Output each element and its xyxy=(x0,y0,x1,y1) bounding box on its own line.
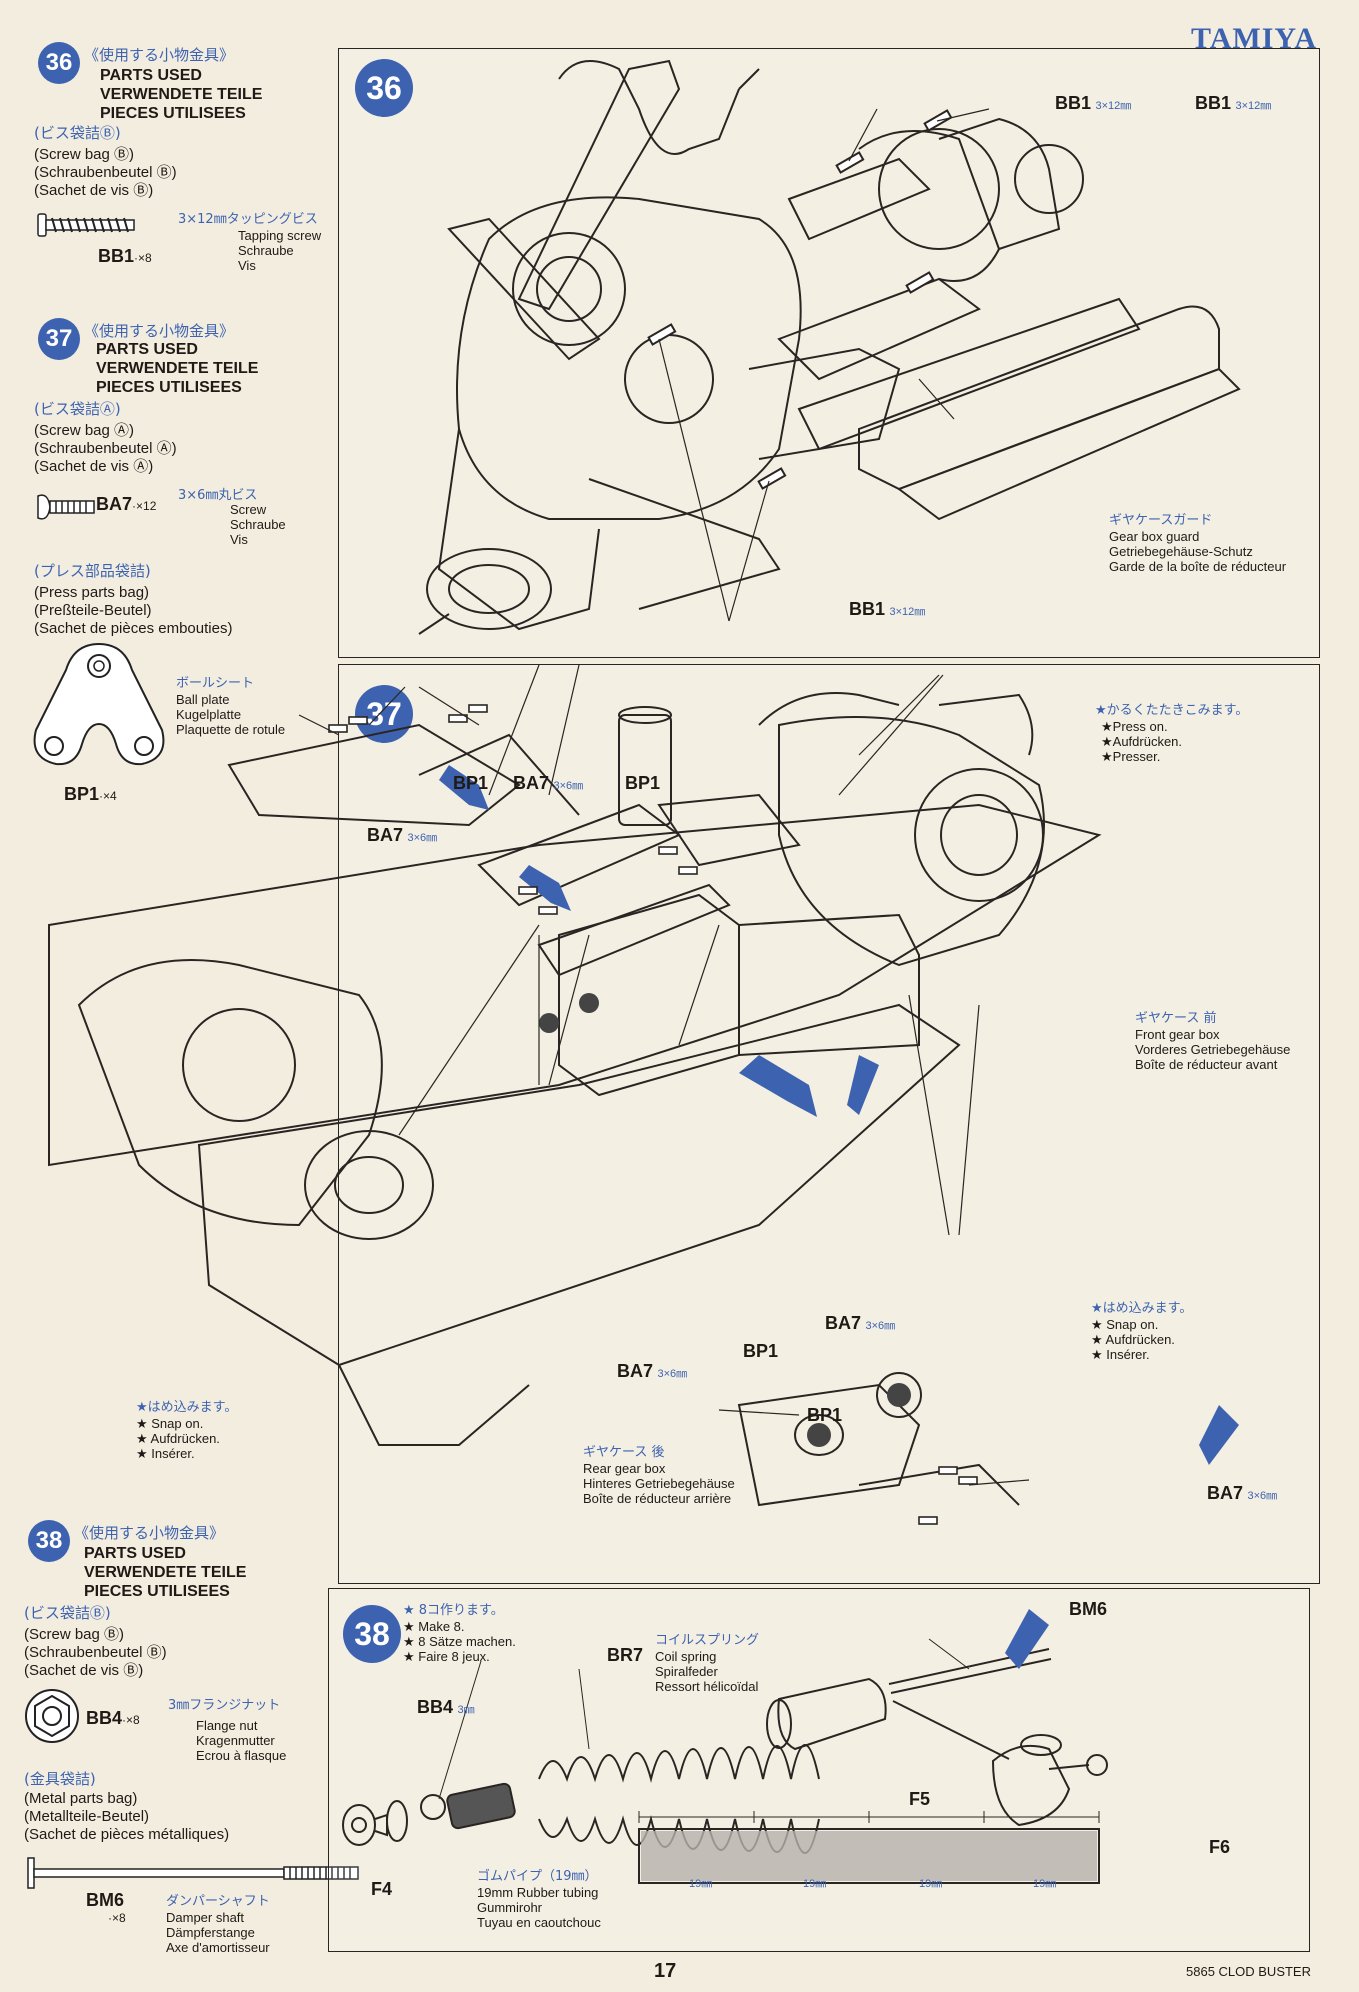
coil-spring-names: Coil spring Spiralfeder Ressort hélicoïd… xyxy=(655,1649,759,1694)
damper-assembly-illustration xyxy=(342,1609,1108,1884)
make-8-jp: ★ 8コ作ります。 xyxy=(403,1603,504,1618)
press-bag: (Press parts bag) (Preßteile-Beutel) (Sa… xyxy=(34,584,233,637)
damper-shaft-names: Damper shaft Dämpferstange Axe d'amortis… xyxy=(166,1910,270,1955)
bb1-callout-a: BB1 3×12㎜ xyxy=(1055,93,1132,113)
step-37-jp-title: 《使用する小物金具》 xyxy=(84,322,235,340)
f4-label: F4 xyxy=(371,1879,393,1899)
gearbox-assembly-illustration xyxy=(418,59,1241,635)
tapping-screw-icon xyxy=(37,213,135,237)
snap-on-right-notes: ★ Snap on. ★ Aufdrücken. ★ Insérer. xyxy=(1091,1317,1175,1362)
snap-on-left-notes: ★ Snap on. ★ Aufdrücken. ★ Insérer. xyxy=(136,1416,220,1461)
step-36-parts-used: PARTS USED VERWENDETE TEILE PIECES UTILI… xyxy=(100,67,263,122)
step-37-badge: 37 xyxy=(38,318,80,360)
bp1-label-c: BP1 xyxy=(743,1341,779,1361)
metal-bag: (Metal parts bag) (Metallteile-Beutel) (… xyxy=(24,1790,230,1843)
press-on-jp: ★かるくたたきこみます。 xyxy=(1095,703,1249,718)
gear-box-guard-jp: ギヤケースガード xyxy=(1109,513,1213,528)
ba7-code: BA7·×12 xyxy=(96,494,157,514)
bp1-label-d: BP1 xyxy=(807,1405,843,1425)
bb1-jp-name: 3×12㎜タッピングビス xyxy=(178,212,318,227)
front-gear-box-names: Front gear box Vorderes Getriebegehäuse … xyxy=(1135,1027,1291,1072)
rubber-tubing-names: 19mm Rubber tubing Gummirohr Tuyau en ca… xyxy=(477,1885,601,1930)
step-37-bag-jp: (ビス袋詰Ⓐ) xyxy=(34,400,121,418)
step-37-parts-used: PARTS USED VERWENDETE TEILE PIECES UTILI… xyxy=(96,341,259,396)
ba7-label-d: BA7 3×6㎜ xyxy=(617,1361,688,1381)
bb4-code: BB4·×8 xyxy=(86,1708,140,1728)
step-36-bag-jp: (ビス袋詰Ⓑ) xyxy=(34,124,121,142)
step-38-badge: 38 xyxy=(28,1520,70,1562)
ba7-label-a: BA7 3×6㎜ xyxy=(513,773,584,793)
flange-nut-jp: 3㎜フランジナット xyxy=(168,1698,281,1713)
ball-plate-icon xyxy=(33,642,165,766)
ba7-names: Screw Schraube Vis xyxy=(230,502,286,547)
bm6-label: BM6 xyxy=(1069,1599,1108,1619)
bb1-callout-b: BB1 3×12㎜ xyxy=(1195,93,1272,113)
page-number: 17 xyxy=(654,1960,677,1982)
rubber-tubing-jp: ゴムパイプ（19㎜） xyxy=(477,1869,598,1884)
round-screw-icon xyxy=(37,494,95,520)
step-38-panel: 38 ★ 8コ作ります。 ★ Make 8. ★ 8 Sätze machen.… xyxy=(328,1588,1310,1952)
chassis-assembly-illustration xyxy=(48,664,1239,1525)
ball-plate-jp: ボールシート xyxy=(176,676,255,691)
step-36-panel: 36 xyxy=(338,48,1320,658)
coil-spring-jp: コイルスプリング xyxy=(655,1633,760,1648)
snap-on-right-jp: ★はめ込みます。 xyxy=(1091,1301,1193,1316)
bb1-code: BB1·×8 xyxy=(98,246,152,266)
front-gear-box-jp: ギヤケース 前 xyxy=(1135,1011,1217,1026)
metal-bag-jp: (金具袋詰) xyxy=(24,1770,96,1788)
dimension-1: 19㎜ xyxy=(689,1878,713,1890)
ball-plate-names: Ball plate Kugelplatte Plaquette de rotu… xyxy=(176,692,286,737)
ba7-label-e: BA7 3×6㎜ xyxy=(1207,1483,1278,1503)
step-38-parts-used: PARTS USED VERWENDETE TEILE PIECES UTILI… xyxy=(84,1545,247,1600)
dimension-3: 19㎜ xyxy=(919,1878,943,1890)
br7-label: BR7 xyxy=(607,1645,644,1665)
dimension-2: 19㎜ xyxy=(803,1878,827,1890)
step-36-bag: (Screw bag Ⓑ) (Schraubenbeutel Ⓑ) (Sache… xyxy=(34,146,177,199)
bp1-label-a: BP1 xyxy=(453,773,489,793)
flange-nut-names: Flange nut Kragenmutter Ecrou à flasque xyxy=(196,1718,287,1763)
step-38-bag: (Screw bag Ⓑ) (Schraubenbeutel Ⓑ) (Sache… xyxy=(24,1626,167,1679)
panel-36-badge: 36 xyxy=(355,59,413,117)
gear-box-guard-names: Gear box guard Getriebegehäuse-Schutz Ga… xyxy=(1109,529,1287,574)
flange-nut-icon xyxy=(25,1689,79,1743)
ba7-jp-name: 3×6㎜丸ビス xyxy=(178,488,258,503)
press-bag-jp: (プレス部品袋詰) xyxy=(34,562,151,580)
bm6-code: BM6 ·×8 xyxy=(86,1890,126,1925)
damper-shaft-jp: ダンパーシャフト xyxy=(166,1894,270,1909)
bp1-label-b: BP1 xyxy=(625,773,661,793)
ba7-label-b: BA7 3×6㎜ xyxy=(367,825,438,845)
f6-label: F6 xyxy=(1209,1837,1231,1857)
step-38-jp-title: 《使用する小物金具》 xyxy=(74,1524,225,1542)
press-on-notes: ★Press on. ★Aufdrücken. ★Presser. xyxy=(1101,719,1183,764)
model-name: 5865 CLOD BUSTER xyxy=(1186,1964,1311,1979)
bb4-callout: BB4 3㎜ xyxy=(417,1697,475,1717)
panel-38-badge: 38 xyxy=(343,1605,401,1663)
step-37-panel: 37 xyxy=(48,664,1320,1584)
step-38-bag-jp: (ビス袋詰Ⓑ) xyxy=(24,1604,111,1622)
dimension-4: 19㎜ xyxy=(1033,1878,1057,1890)
damper-shaft-icon xyxy=(27,1857,359,1889)
brand-logo: TAMIYA xyxy=(1190,22,1317,55)
step-37-bag: (Screw bag Ⓐ) (Schraubenbeutel Ⓐ) (Sache… xyxy=(34,422,177,475)
step-36-badge: 36 xyxy=(38,42,80,84)
step-36-jp-title: 《使用する小物金具》 xyxy=(84,46,235,64)
snap-on-left-jp: ★はめ込みます。 xyxy=(136,1400,238,1415)
rear-gear-box-names: Rear gear box Hinteres Getriebegehäuse B… xyxy=(583,1461,735,1506)
bb1-callout-c: BB1 3×12㎜ xyxy=(849,599,926,619)
f5-label: F5 xyxy=(909,1789,931,1809)
bb1-names: Tapping screw Schraube Vis xyxy=(238,228,322,273)
rear-gear-box-jp: ギヤケース 後 xyxy=(583,1445,665,1460)
bp1-code: BP1·×4 xyxy=(64,784,117,804)
ba7-label-c: BA7 3×6㎜ xyxy=(825,1313,896,1333)
make-8-notes: ★ Make 8. ★ 8 Sätze machen. ★ Faire 8 je… xyxy=(403,1619,516,1664)
